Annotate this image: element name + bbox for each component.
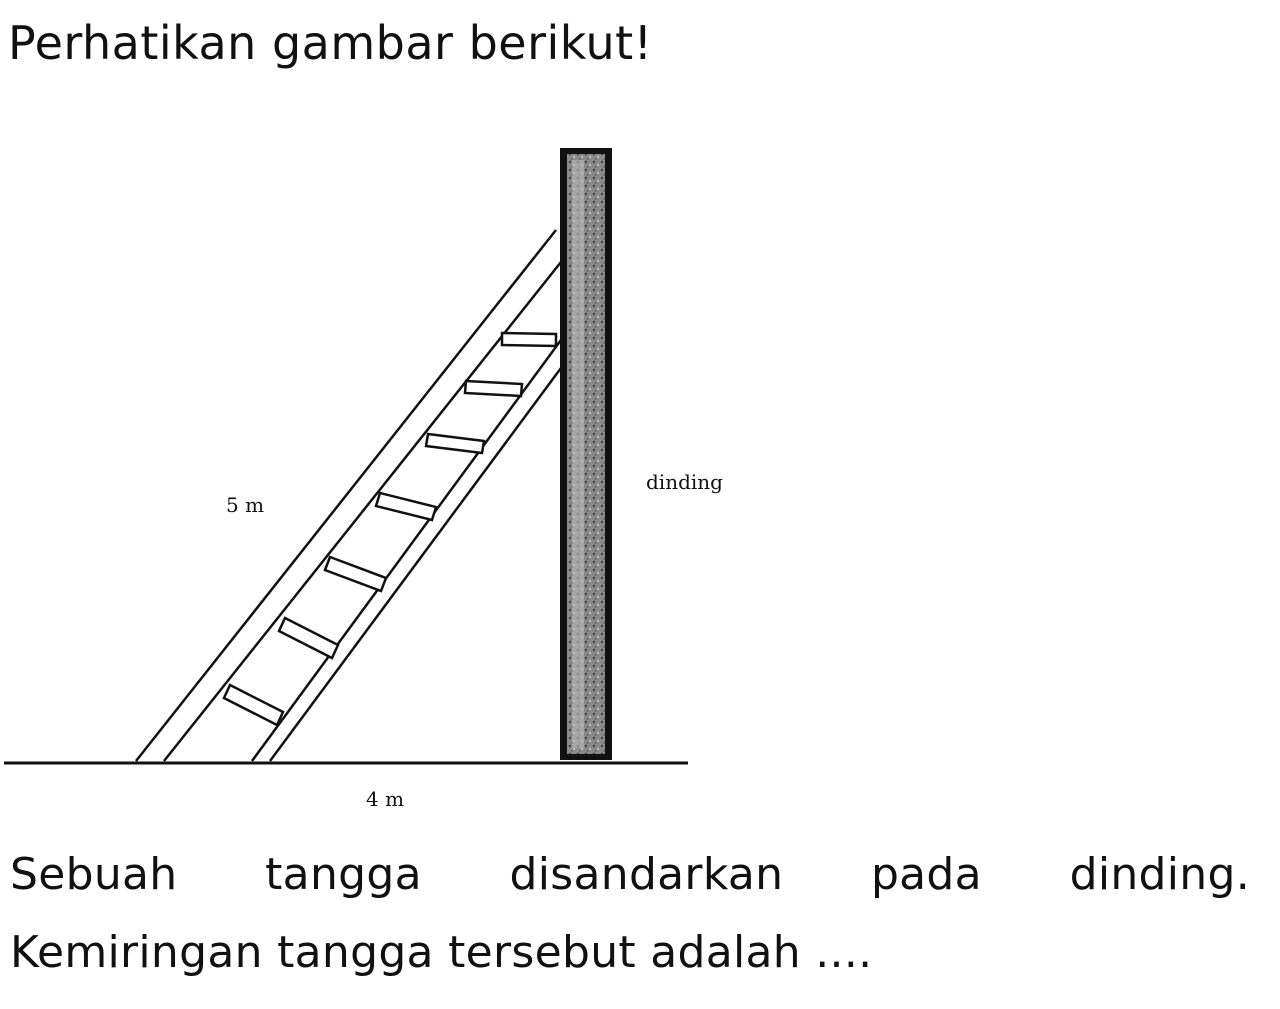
ladder <box>135 229 563 762</box>
ladder-rung <box>323 555 388 593</box>
ladder-rail <box>268 367 563 762</box>
ladder-rung <box>463 379 524 398</box>
ladder-rungs <box>222 331 558 727</box>
question-line-1: Sebuah tangga disandarkan pada dinding. <box>10 849 1250 900</box>
ladder-length-label: 5 m <box>226 493 264 517</box>
ground-distance-label: 4 m <box>366 787 404 811</box>
page-title: Perhatikan gambar berikut! <box>8 16 653 70</box>
wall <box>560 148 612 760</box>
ladder-rung <box>222 683 285 727</box>
ladder-rung <box>374 491 438 522</box>
question-text: Sebuah tangga disandarkan pada dinding. … <box>10 836 1250 992</box>
ladder-rail <box>135 229 557 762</box>
ladder-rung <box>277 616 340 660</box>
ladder-rung <box>500 331 558 348</box>
ladder-rung <box>424 432 486 455</box>
wall-label: dinding <box>646 470 723 494</box>
ladder-rail <box>250 339 563 762</box>
question-line-2: Kemiringan tangga tersebut adalah .... <box>10 927 873 978</box>
ladder-rail <box>163 261 562 762</box>
